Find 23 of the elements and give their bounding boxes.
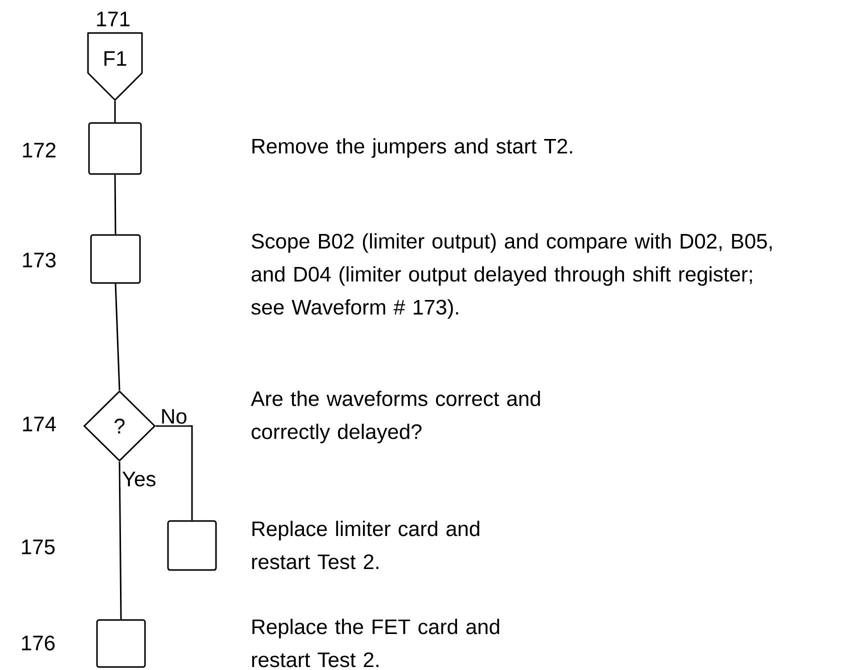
edge-label: No <box>158 408 189 426</box>
step-number: 171 <box>97 12 130 26</box>
connector-line <box>156 425 193 520</box>
off-page-connector: F1 <box>87 32 143 101</box>
connector-line <box>114 100 116 122</box>
step-description: Scope B02 (limiter output) and compare with D02, B05, and D04 (limiter output delayed through shift register; see Waveform # 173). <box>251 233 772 319</box>
step-description: Replace limiter card and restart Test 2. <box>252 520 480 570</box>
step-number: 173 <box>23 252 56 268</box>
step-number: 172 <box>23 142 56 158</box>
process-box <box>167 520 217 571</box>
connector-line <box>114 174 116 234</box>
step-description: Remove the jumpers and start T2. <box>252 138 572 158</box>
process-box <box>96 619 146 668</box>
step-number: 175 <box>22 540 55 554</box>
process-box <box>90 234 141 284</box>
step-number: 174 <box>23 416 56 432</box>
step-description: Replace the FET card and restart Test 2. <box>252 618 500 668</box>
process-box <box>88 122 142 175</box>
connector-line <box>114 284 120 390</box>
step-description: Are the waveforms correct and correctly delayed? <box>250 390 540 444</box>
step-number: 176 <box>22 636 55 650</box>
edge-label: Yes <box>120 470 158 488</box>
connector-line <box>118 462 122 620</box>
